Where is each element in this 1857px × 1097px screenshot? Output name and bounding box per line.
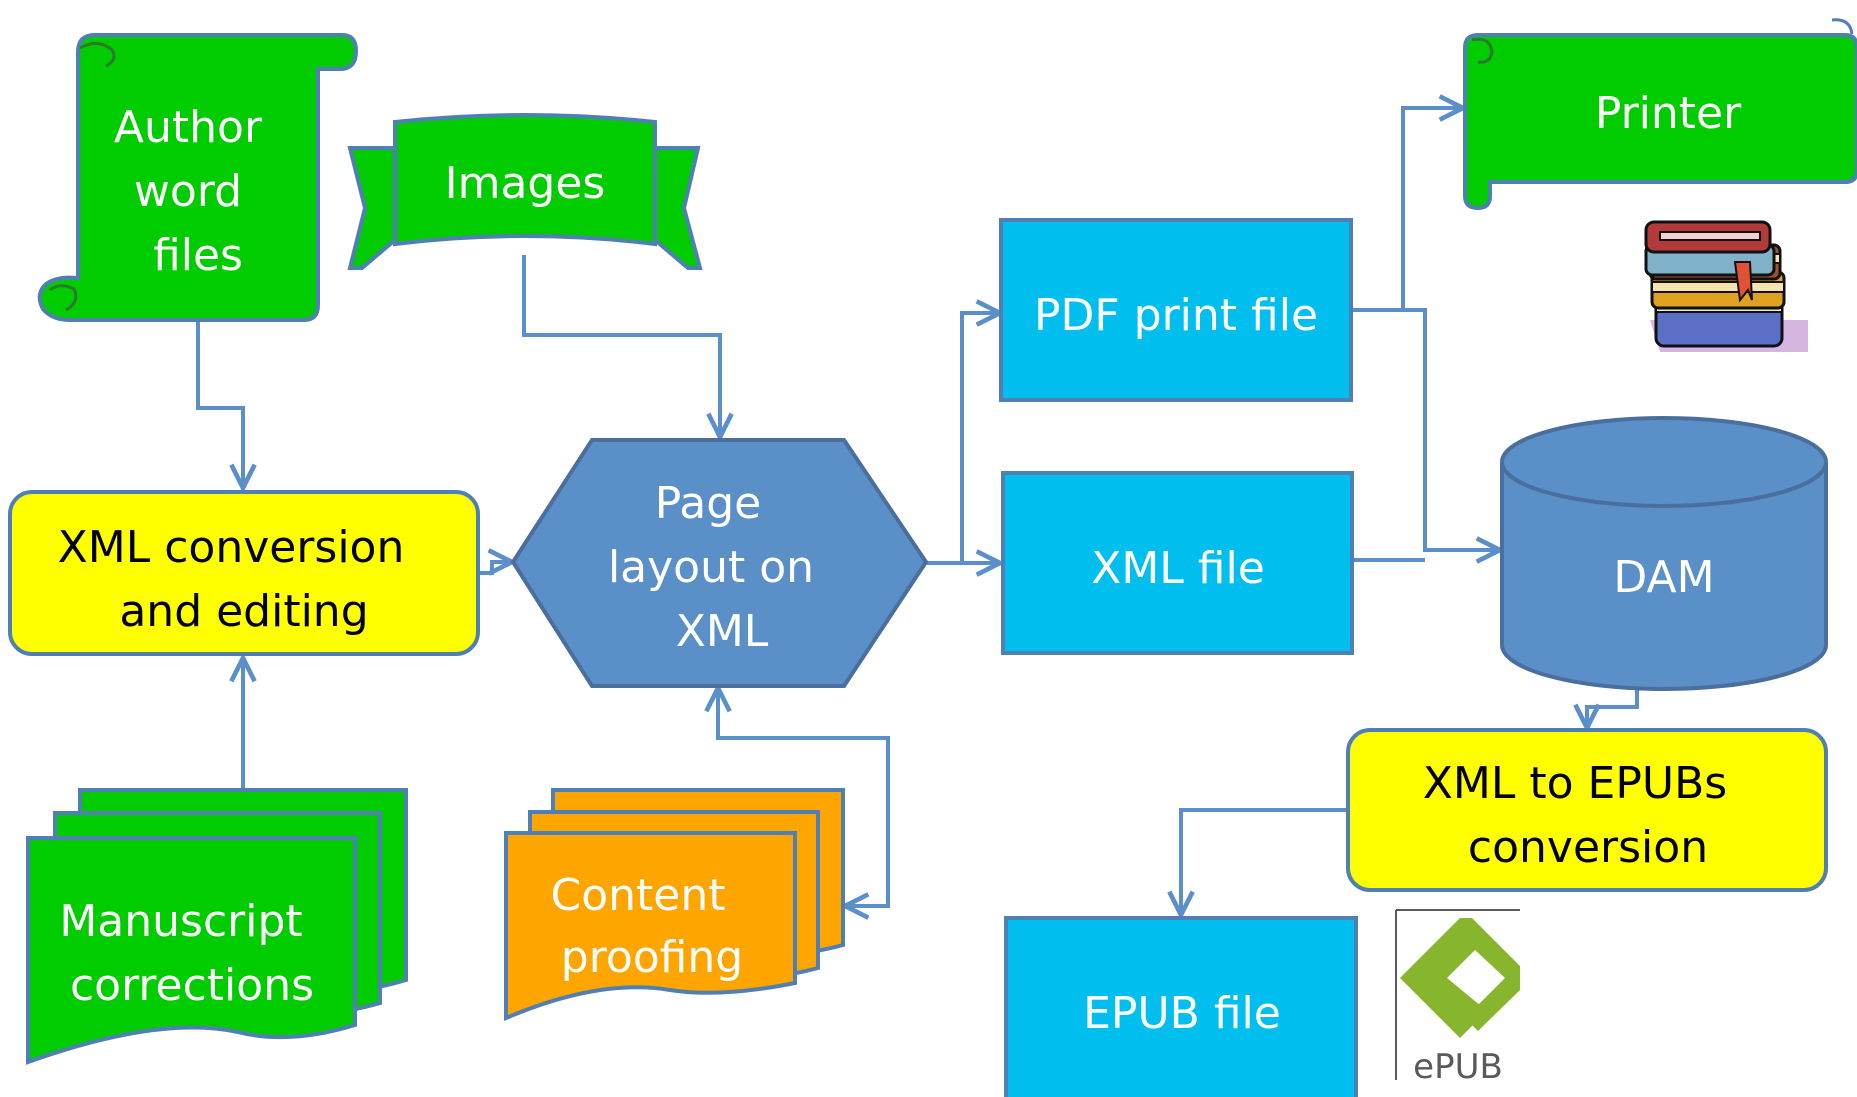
- author-word-files-node: Author word files: [37, 33, 359, 322]
- xml-file-label: XML file: [1091, 543, 1265, 594]
- connector-pdf-to-dam: [1403, 308, 1500, 550]
- xml-to-epubs-node: XML to EPUBs conversion: [1346, 728, 1828, 892]
- manuscript-corrections-label: Manuscript corrections: [59, 896, 316, 1011]
- printer-label: Printer: [1595, 88, 1742, 139]
- connector-author-to-xml-conversion: [196, 320, 243, 488]
- epub-logo-text: ePUB: [1413, 1047, 1503, 1087]
- images-label: Images: [445, 158, 606, 209]
- connector-epub-conversion-to-epub-file: [1181, 808, 1347, 915]
- xml-to-epubs-label: XML to EPUBs conversion: [1423, 758, 1741, 873]
- xml-file-node: XML file: [1001, 471, 1354, 655]
- epub-file-label: EPUB file: [1083, 988, 1281, 1039]
- connector-pdf-to-printer: [1350, 108, 1463, 312]
- pdf-print-file-node: PDF print file: [999, 218, 1353, 402]
- epub-logo-mark-icon: [1400, 918, 1520, 1038]
- stack-of-books-icon: [1644, 220, 1808, 352]
- connectors: [196, 108, 1639, 915]
- printer-node: Printer: [1463, 18, 1857, 211]
- dam-label: DAM: [1613, 552, 1714, 603]
- connector-xml-conversion-to-page-layout: [477, 562, 512, 573]
- content-proofing-node: Content proofing: [504, 788, 845, 1022]
- images-node: Images: [347, 113, 703, 270]
- manuscript-corrections-node: Manuscript corrections: [26, 788, 408, 1065]
- xml-conversion-label: XML conversion and editing: [58, 522, 419, 637]
- epub-logo: ePUB: [1395, 909, 1520, 1087]
- connector-dam-to-epub-conversion: [1587, 688, 1639, 728]
- connector-images-to-page-layout: [522, 255, 720, 437]
- page-layout-node: Page layout on XML: [510, 438, 929, 688]
- pdf-print-file-label: PDF print file: [1034, 290, 1318, 341]
- xml-conversion-node: XML conversion and editing: [8, 490, 480, 656]
- author-word-files-label: Author word files: [114, 102, 276, 281]
- connector-proofing-to-page-layout: [845, 738, 890, 906]
- connector-page-layout-to-pdf: [927, 313, 1000, 565]
- epub-file-node: EPUB file: [1004, 916, 1358, 1097]
- dam-node: DAM: [1500, 416, 1828, 691]
- page-layout-label: Page layout on XML: [608, 478, 828, 657]
- content-proofing-label: Content proofing: [551, 870, 744, 983]
